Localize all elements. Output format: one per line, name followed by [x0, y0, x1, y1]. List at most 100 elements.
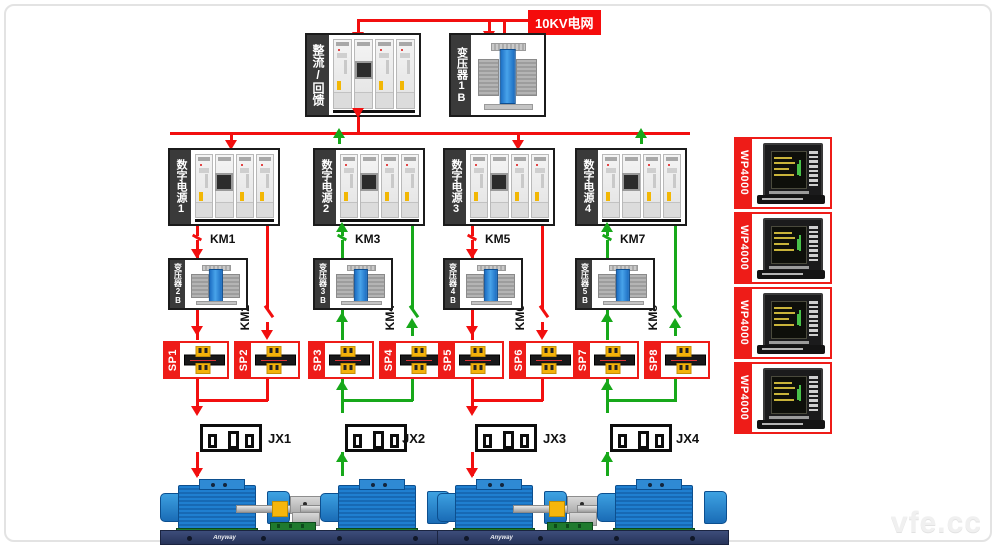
junction-box-jx1 — [200, 424, 262, 452]
motor-2 — [320, 478, 450, 536]
wp4000-1-label-strip: WP4000 — [736, 139, 752, 207]
junction-box-jx3 — [475, 424, 537, 452]
wire-grid-to-rectifier — [357, 19, 360, 37]
junction-box-jx4 — [610, 424, 672, 452]
sp5-label-strip: SP5 — [440, 343, 455, 377]
transformer-4b-label-strip: 变压器4B — [445, 260, 460, 308]
ps2-label: 数字电源2 — [320, 159, 332, 215]
wire-grid-to-transformer1b — [488, 22, 491, 36]
arrow-km4-up — [406, 318, 418, 328]
transformer-1b-label: 变压器1B — [455, 46, 468, 104]
arrow-km6-down — [536, 330, 548, 340]
junction-box-jx2 — [345, 424, 407, 452]
arrow-motor2-out — [336, 452, 348, 462]
wp4000-1-scope — [762, 143, 824, 198]
wp4000-4-label: WP4000 — [738, 375, 750, 421]
arrow-km2-down — [261, 330, 273, 340]
sp7-label-strip: SP7 — [575, 343, 590, 377]
arrow-motor1-in — [191, 468, 203, 478]
main-bus-line — [170, 132, 690, 135]
wire-rectifier-to-bus — [357, 117, 360, 134]
transformer-4b-art — [460, 260, 521, 308]
rectifier-cabinets — [329, 35, 419, 115]
arrow-ps2-to-bus — [333, 128, 345, 138]
sp2-art — [251, 343, 298, 377]
wire-grid-top-bus — [357, 19, 506, 22]
arrow-km8-up — [669, 318, 681, 328]
wire-ps1-km2-a — [266, 226, 269, 310]
sp4-label-strip: SP4 — [381, 343, 396, 377]
ps2-cabinets — [336, 150, 423, 224]
arrow-bus-to-ps3 — [512, 140, 524, 150]
arrow-rectifier-out — [352, 108, 364, 118]
wire-sp4-merge — [341, 399, 413, 402]
wp4000-1-art — [752, 139, 830, 207]
sp3-label: SP3 — [311, 348, 324, 372]
arrow-km5-down — [466, 249, 478, 259]
arrow-jx2-out — [336, 380, 348, 390]
wire-transformer2b-to-sp1 — [196, 310, 199, 340]
km3-label: KM3 — [355, 232, 381, 246]
sp4-art — [396, 343, 443, 377]
wp4000-3-label: WP4000 — [738, 300, 750, 346]
wp4000-2-label: WP4000 — [738, 225, 750, 271]
arrow-km3-up — [336, 222, 348, 232]
coupling-1a — [272, 501, 288, 517]
wire-sp5-down — [471, 379, 474, 413]
wire-sp6-down — [541, 379, 544, 401]
wire-sp3-to-transformer3b — [341, 310, 344, 340]
wp4000-2-scope — [762, 218, 824, 273]
ps3-label: 数字电源3 — [450, 159, 462, 215]
wire-jx3-to-motor3 — [471, 452, 474, 476]
instrument-wp4000-3: WP4000 — [734, 287, 832, 359]
transformer-4b: 变压器4B — [443, 258, 523, 310]
sp6-art — [526, 343, 573, 377]
arrow-km7-up — [601, 222, 613, 232]
sp1-label: SP1 — [166, 348, 179, 372]
transformer-2b-label-strip: 变压器2B — [170, 260, 185, 308]
wp4000-3-label-strip: WP4000 — [736, 289, 752, 357]
arrow-ps4-to-bus — [635, 128, 647, 138]
wire-km4-to-sp4 — [411, 322, 414, 336]
jx3-label: JX3 — [543, 431, 567, 446]
motor-4 — [597, 478, 727, 536]
wire-sp7-to-transformer5b — [606, 310, 609, 340]
transformer-5b-art — [592, 260, 653, 308]
ps3-cabinets — [466, 150, 553, 224]
sp2-label-strip: SP2 — [236, 343, 251, 377]
arrow-jx1-in — [191, 406, 203, 416]
transformer-2b-label: 变压器2B — [173, 263, 183, 305]
transformer-3b-label: 变压器3B — [318, 263, 328, 305]
wire-ps2-km4-a — [411, 226, 414, 310]
wp4000-4-art — [752, 364, 830, 432]
ps2-label-strip: 数字电源2 — [315, 150, 336, 224]
wire-ps1-km1-a — [196, 226, 199, 236]
transformer-2b-art — [185, 260, 246, 308]
wire-sp8-merge — [606, 399, 677, 402]
km5-label: KM5 — [485, 232, 511, 246]
protector-sp1: SP1 — [163, 341, 229, 379]
ps1-label: 数字电源1 — [175, 159, 187, 215]
wire-ps2-to-bus — [338, 132, 341, 144]
instrument-wp4000-4: WP4000 — [734, 362, 832, 434]
wp4000-4-base — [756, 419, 826, 430]
instrument-wp4000-1: WP4000 — [734, 137, 832, 209]
wire-sp2-merge — [196, 399, 268, 402]
test-bench-base-1: Anyway — [160, 530, 452, 545]
transformer-3b: 变压器3B — [313, 258, 393, 310]
transformer-1b-art — [471, 35, 544, 115]
wp4000-1-label: WP4000 — [738, 150, 750, 196]
ps3-label-strip: 数字电源3 — [445, 150, 466, 224]
km7-label: KM7 — [620, 232, 646, 246]
wire-bus-to-ps1 — [230, 132, 233, 144]
sp4-label: SP4 — [382, 348, 395, 372]
sp7-label: SP7 — [576, 348, 589, 372]
digital-power-supply-2: 数字电源2 — [313, 148, 425, 226]
transformer-2b: 变压器2B — [168, 258, 248, 310]
transformer-5b: 变压器5B — [575, 258, 655, 310]
rectifier-label: 整流/回馈 — [311, 44, 325, 106]
wire-ps4-km8-a — [674, 226, 677, 310]
wire-km3-to-transformer3b — [341, 240, 344, 258]
sp8-art — [661, 343, 708, 377]
